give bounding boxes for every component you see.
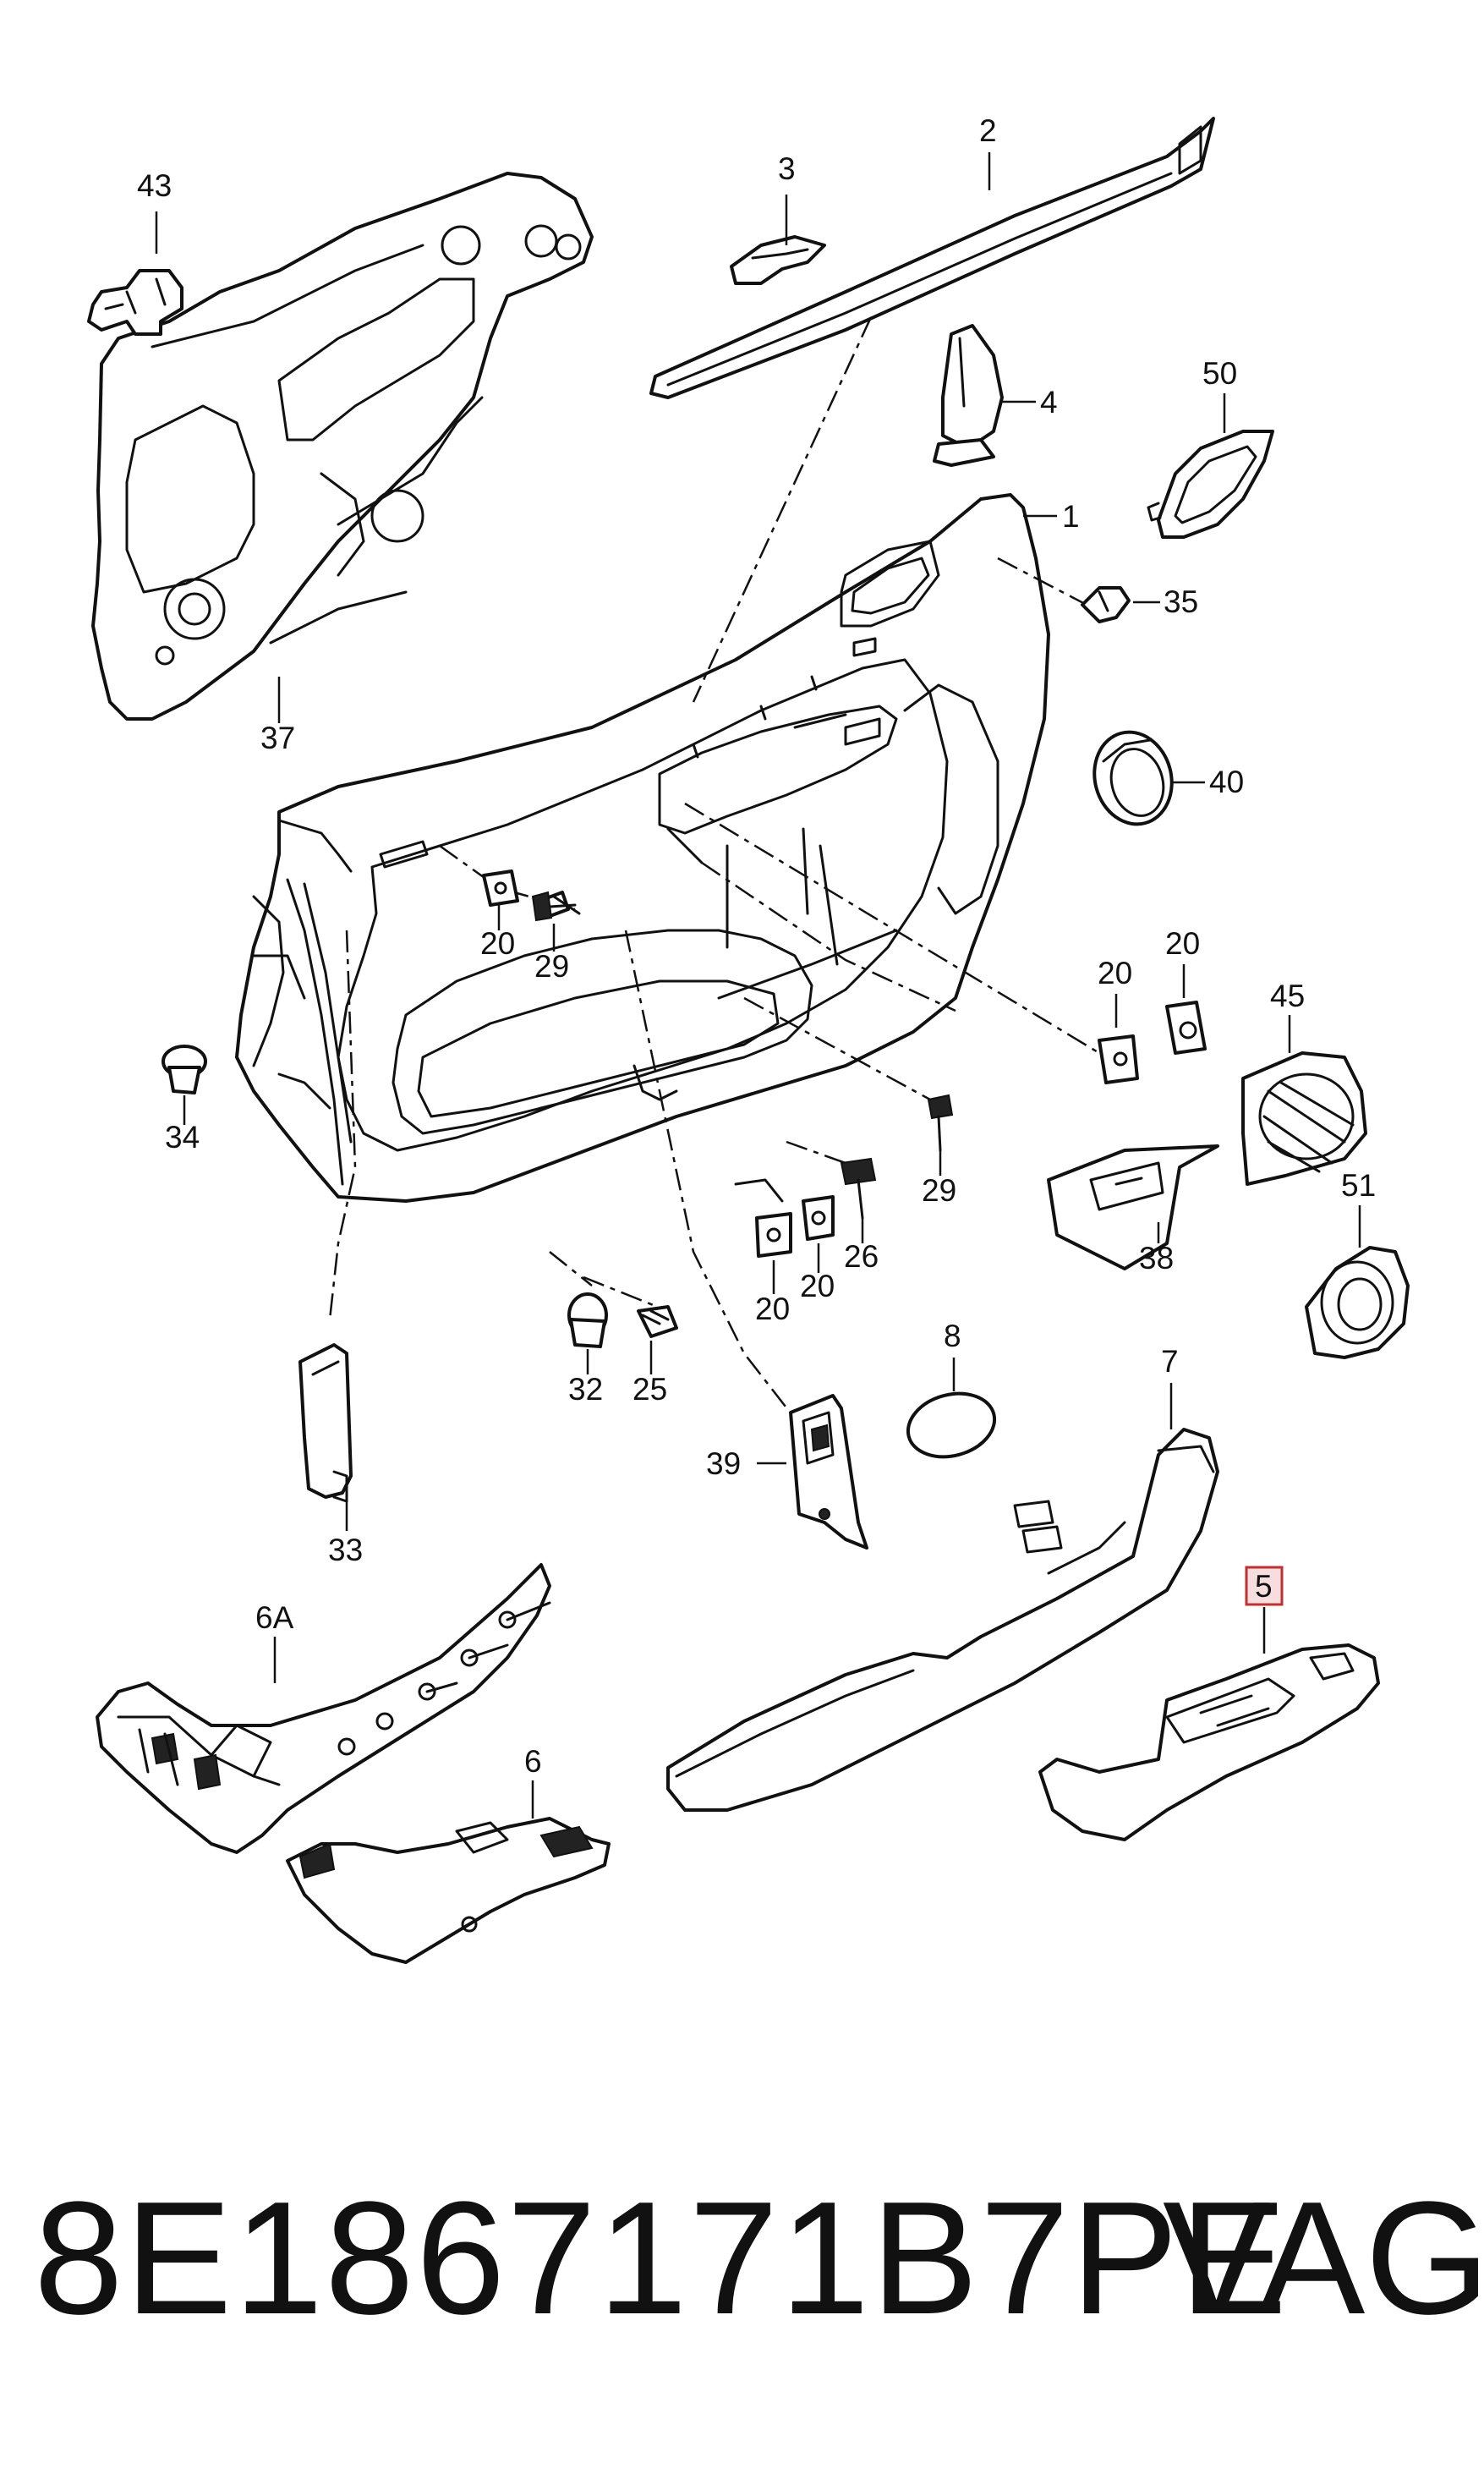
callout-51: 51 <box>1341 1168 1376 1203</box>
part-51-speaker-ring <box>1305 1246 1410 1359</box>
part-32-clip <box>567 1292 608 1348</box>
callout-26: 26 <box>844 1239 879 1274</box>
callout-8: 8 <box>944 1319 961 1353</box>
part-5-switch-panel <box>1038 1643 1380 1841</box>
callout-2: 2 <box>979 113 997 148</box>
callout-20-right-b: 20 <box>1165 926 1200 961</box>
callout-35: 35 <box>1164 584 1198 619</box>
part-8-plug <box>906 1391 997 1459</box>
part-26-screw <box>840 1157 877 1220</box>
part-29-screw-b <box>927 1094 954 1152</box>
callout-39: 39 <box>706 1446 741 1481</box>
callout-25: 25 <box>632 1372 667 1407</box>
callout-20-lower-b: 20 <box>800 1269 835 1303</box>
callout-3: 3 <box>778 151 796 186</box>
part-6-pocket-bracket <box>286 1817 611 1964</box>
part-38-switch-bezel <box>1047 1144 1219 1270</box>
part-40-bezel <box>1092 730 1174 826</box>
part-7-armrest <box>666 1428 1219 1812</box>
part-6A-door-pocket <box>96 1563 551 1854</box>
part-number-text: 8E1867171B7PE <box>34 2169 1289 2348</box>
callout-5-highlight <box>1245 1566 1284 1606</box>
part-45-speaker-grille <box>1241 1051 1367 1186</box>
part-34-push-clip <box>162 1045 207 1094</box>
part-37-insulation-panel <box>91 172 594 721</box>
callout-1: 1 <box>1062 499 1080 534</box>
part-20-clip-e <box>802 1195 835 1241</box>
part-3-bracket <box>730 235 826 285</box>
part-20-clip-b <box>1098 1034 1139 1084</box>
callout-37: 37 <box>260 721 295 755</box>
callout-32: 32 <box>568 1372 603 1407</box>
assembly-lines <box>328 316 1100 1430</box>
callout-4: 4 <box>1040 385 1058 420</box>
part-20-clip-a <box>482 869 519 907</box>
part-4-mirror-cover <box>933 324 1004 467</box>
part-25-clip <box>637 1305 678 1338</box>
part-50-tweeter-frame <box>1147 430 1274 539</box>
callout-7: 7 <box>1161 1344 1179 1379</box>
callout-20-lower-a: 20 <box>755 1292 790 1326</box>
callout-40: 40 <box>1209 765 1244 799</box>
callout-labels: 43 3 2 4 50 1 35 37 40 20 29 34 20 20 45… <box>137 113 1376 1779</box>
callout-5: 5 <box>1255 1569 1273 1604</box>
part-33-handle-cover <box>298 1343 353 1503</box>
callout-20-right-a: 20 <box>1098 956 1132 990</box>
part-1-door-trim-panel <box>235 493 1050 1203</box>
part-2-window-trim <box>649 117 1215 399</box>
callout-33: 33 <box>328 1533 363 1567</box>
part-29-screw-a <box>531 891 581 922</box>
callout-6A: 6A <box>255 1600 294 1635</box>
part-35-clip <box>1081 586 1131 623</box>
callout-50: 50 <box>1202 356 1237 391</box>
callout-20-upper: 20 <box>480 926 515 961</box>
callout-45: 45 <box>1270 979 1305 1013</box>
callout-34: 34 <box>165 1120 200 1155</box>
callout-29-upper: 29 <box>534 949 569 984</box>
callout-38: 38 <box>1139 1241 1174 1275</box>
part-43-clip <box>87 269 183 336</box>
callout-43: 43 <box>137 168 172 203</box>
callout-29-right: 29 <box>922 1173 956 1208</box>
brand-text: VAG <box>1163 2169 1484 2348</box>
part-39-latch <box>789 1394 868 1550</box>
part-20-clip-c <box>1165 1001 1207 1055</box>
part-20-clip-d <box>734 1178 792 1258</box>
callout-6: 6 <box>524 1744 542 1779</box>
